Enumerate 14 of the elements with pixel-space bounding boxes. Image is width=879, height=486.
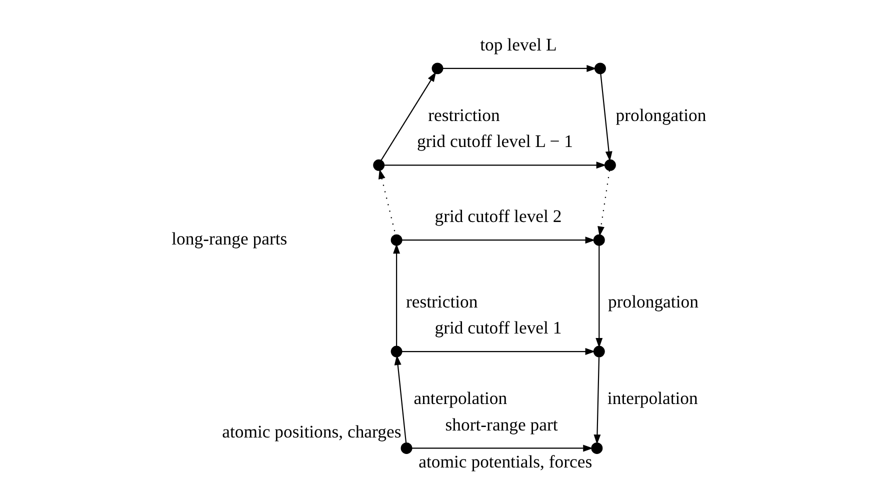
node-label: atomic potentials, forces: [418, 452, 592, 472]
edge-label: prolongation: [607, 291, 698, 312]
edge-label: restriction: [405, 291, 478, 312]
edge-label: prolongation: [615, 105, 706, 126]
edge-label: grid cutoff level 1: [434, 318, 562, 338]
edge-label: short-range part: [444, 414, 558, 434]
edge-label: anterpolation: [413, 388, 507, 408]
edge-label: restriction: [428, 105, 500, 126]
edge-label: grid cutoff level 2: [434, 206, 562, 226]
node-label: atomic positions, charges: [222, 421, 401, 442]
edge-label: top level L: [480, 34, 556, 55]
edge-label: interpolation: [606, 388, 698, 408]
edge-label: grid cutoff level L − 1: [416, 131, 573, 152]
label: long-range parts: [171, 228, 287, 248]
